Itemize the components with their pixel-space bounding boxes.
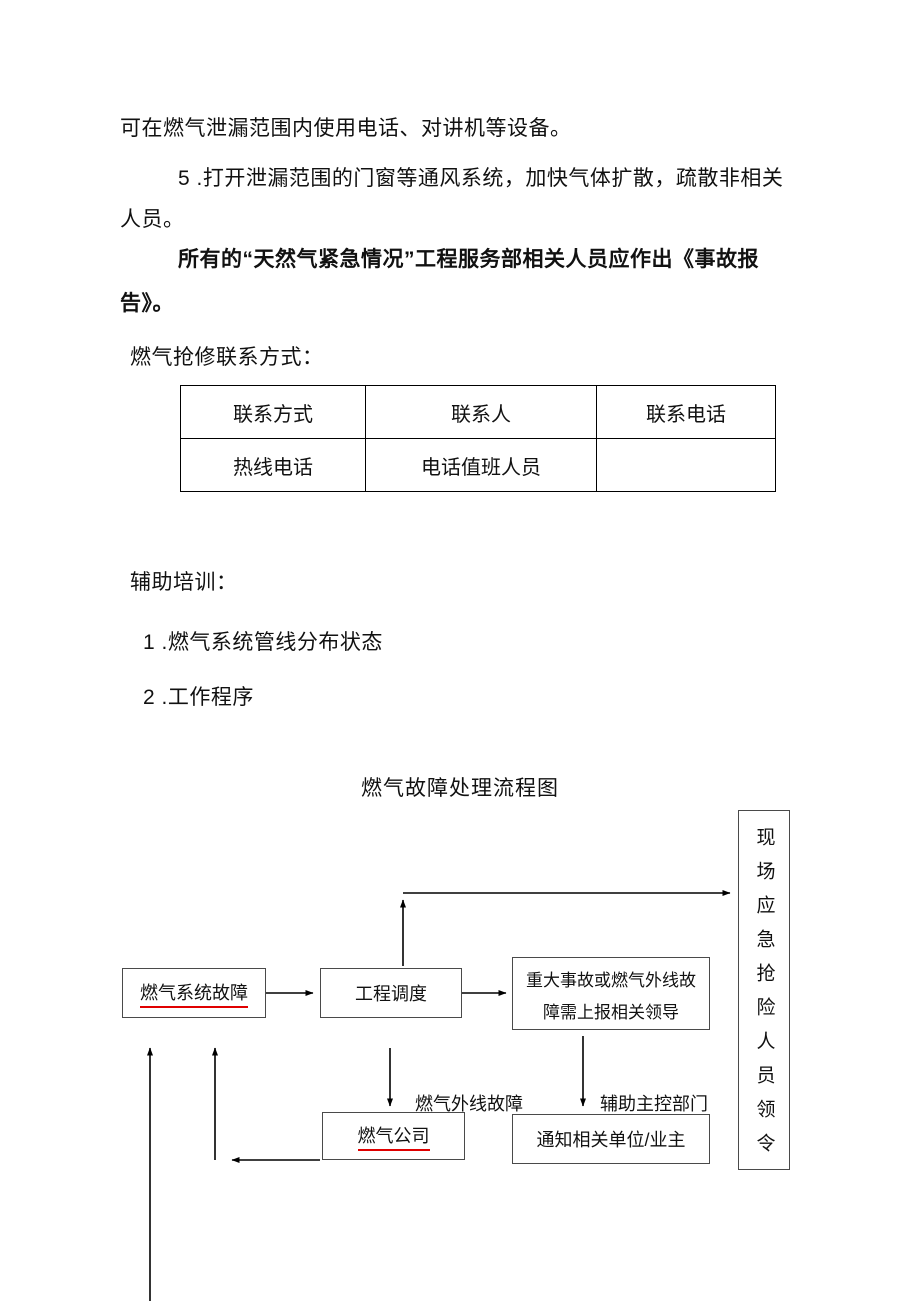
- node-site-emergency-label: 现场应急抢险人员领令: [753, 827, 775, 1167]
- node-engineering-dispatch-label: 工程调度: [355, 984, 427, 1004]
- node-major-accident-line1: 重大事故或燃气外线故: [526, 971, 696, 990]
- node-gas-system-fault: 燃气系统故障: [122, 968, 266, 1018]
- node-site-emergency: 现场应急抢险人员领令: [738, 810, 790, 1170]
- paragraph-2-line2: 人员。: [120, 208, 185, 231]
- node-major-accident-line2: 障需上报相关领导: [543, 1003, 679, 1022]
- node-major-accident: 重大事故或燃气外线故 障需上报相关领导: [512, 957, 710, 1030]
- paragraph-3-line1: 所有的“天然气紧急情况”工程服务部相关人员应作出《事故报: [178, 248, 759, 271]
- flowchart-arrows: [147, 890, 731, 1301]
- paragraph-3-line2: 告》。: [120, 292, 174, 315]
- label-external-fault: 燃气外线故障: [415, 1094, 523, 1114]
- table-header-contact-phone: 联系电话: [596, 385, 776, 439]
- table-header-contact-person: 联系人: [365, 385, 597, 439]
- contact-table: 联系方式 联系人 联系电话 热线电话 电话值班人员: [180, 385, 776, 492]
- node-gas-system-fault-label: 燃气系统故障: [140, 979, 248, 1008]
- training-item-1: 1 .燃气系统管线分布状态: [143, 631, 383, 654]
- flowchart-title: 燃气故障处理流程图: [361, 777, 559, 800]
- paragraph-1: 可在燃气泄漏范围内使用电话、对讲机等设备。: [120, 117, 572, 140]
- table-cell-hotline: 热线电话: [180, 438, 366, 492]
- table-header-row: 联系方式 联系人 联系电话: [180, 385, 776, 439]
- training-heading: 辅助培训：: [130, 571, 238, 594]
- table-cell-phone-empty: [596, 438, 776, 492]
- node-gas-company: 燃气公司: [322, 1112, 465, 1160]
- node-notify-units-label: 通知相关单位/业主: [536, 1130, 686, 1150]
- node-gas-company-label: 燃气公司: [357, 1122, 430, 1151]
- training-item-2: 2 .工作程序: [143, 686, 254, 709]
- paragraph-2-line1: 5 .打开泄漏范围的门窗等通风系统，加快气体扩散，疏散非相关: [178, 167, 784, 190]
- node-engineering-dispatch: 工程调度: [320, 968, 462, 1018]
- table-header-contact-method: 联系方式: [180, 385, 366, 439]
- table-cell-duty-person: 电话值班人员: [365, 438, 597, 492]
- label-assist-control: 辅助主控部门: [600, 1094, 708, 1114]
- node-notify-units: 通知相关单位/业主: [512, 1114, 710, 1164]
- table-row: 热线电话 电话值班人员: [180, 438, 776, 492]
- contact-heading: 燃气抢修联系方式：: [130, 346, 324, 369]
